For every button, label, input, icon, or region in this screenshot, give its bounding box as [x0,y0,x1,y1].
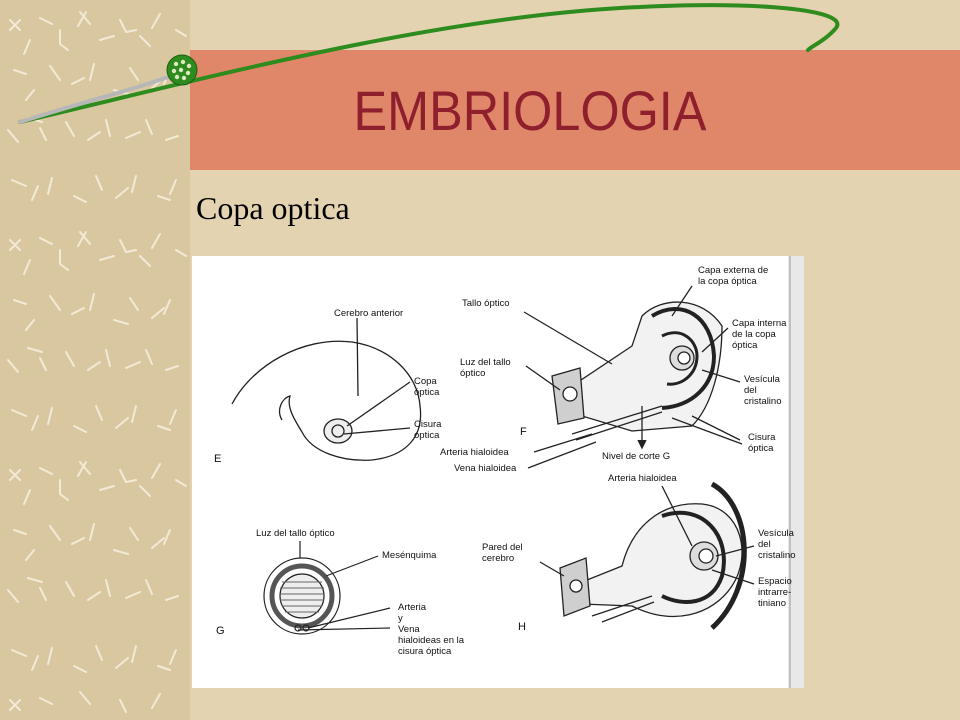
label-mesenquima: Mesénquima [382,550,437,561]
green-dotted-ball-icon [166,54,198,86]
label-cisura-optica-e: Cisura óptica [414,419,442,441]
label-arteria-hialoidea-f: Arteria hialoidea [440,447,509,458]
label-cisura-optica-f: Cisura óptica [748,432,776,454]
label-vesicula-h: Vesícula del cristalino [758,528,796,561]
panel-e-drawing [231,317,422,461]
label-copa-optica: Copa óptica [414,376,440,398]
embryology-figure: E F G H Cerebro anterior Copa óptica Cis… [192,256,804,688]
label-vesicula-f: Vesícula del cristalino [744,374,782,407]
label-cerebro-anterior: Cerebro anterior [334,308,404,319]
label-luz-tallo-g: Luz del tallo óptico [256,528,335,539]
panel-f-drawing [523,285,743,469]
label-capa-interna: Capa interna de la copa óptica [732,318,787,351]
panel-letter-g: G [216,625,225,637]
label-capa-externa: Capa externa de la copa óptica [698,265,769,287]
label-arteria-vena-g: Arteria y Vena hialoideas en la cisura ó… [398,602,465,657]
slide-title: EMBRIOLOGIA [353,79,707,142]
label-luz-tallo: Luz del tallo óptico [460,357,511,379]
label-pared-cerebro: Pared del cerebro [482,542,523,564]
panel-letter-h: H [518,621,526,633]
slide-subtitle: Copa optica [196,190,350,226]
title-band [190,50,960,170]
label-espacio: Espacio intrarre- tiniano [758,576,792,609]
panel-h-drawing [539,481,755,630]
panel-letter-e: E [214,453,222,465]
label-vena-hialoidea: Vena hialoidea [454,463,517,474]
panel-g-drawing [263,541,391,635]
label-tallo-optico: Tallo óptico [462,298,510,309]
label-nivel-corte: Nivel de corte G [602,451,671,462]
panel-letter-f: F [520,426,527,438]
label-arteria-hialoidea-h: Arteria hialoidea [608,473,677,484]
